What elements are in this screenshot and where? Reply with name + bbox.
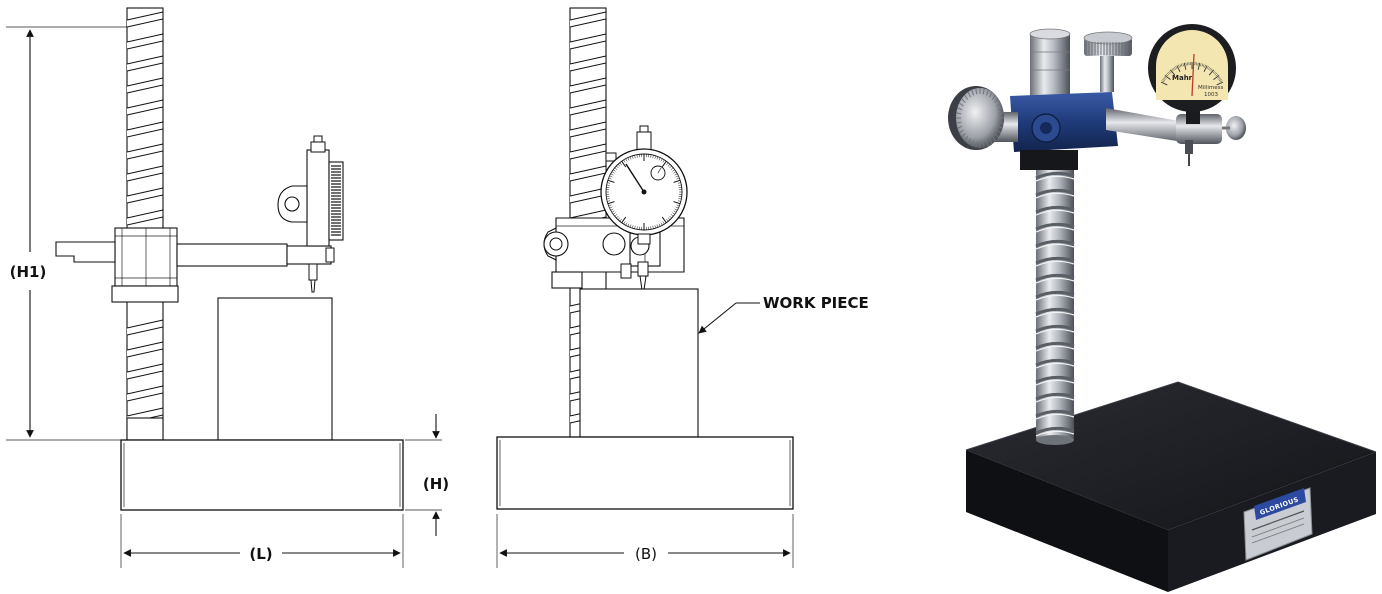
clamp-block <box>111 227 179 303</box>
dial-brand-text: Mahr <box>1172 74 1193 82</box>
side-elevation-view: (H1) <box>6 7 449 568</box>
b-label: (B) <box>635 545 657 563</box>
work-piece-side <box>217 297 333 441</box>
h1-label: (H1) <box>10 263 47 281</box>
h-dimension: (H) <box>405 414 449 536</box>
front-elevation-view: WORK PIECE (B) <box>496 7 869 568</box>
brand-badge: GLORIOUS <box>1243 487 1313 561</box>
dial-number-text: 1003 <box>1204 92 1218 98</box>
photo-side-knob <box>948 86 1004 150</box>
photo-indicator-arm <box>1106 108 1246 166</box>
photo-threaded-column <box>1029 28 1075 445</box>
threaded-column <box>126 7 164 441</box>
work-piece-label: WORK PIECE <box>763 294 869 312</box>
work-piece-callout: WORK PIECE <box>698 294 869 334</box>
product-photo: GLORIOUS <box>948 24 1377 592</box>
dial-indicator-side <box>277 135 344 247</box>
photo-blue-clamp <box>982 92 1118 170</box>
l-label: (L) <box>249 545 272 563</box>
dial-gauge-front <box>600 125 688 245</box>
l-dimension: (L) <box>120 514 404 568</box>
photo-fine-adjust-knob <box>1083 31 1133 92</box>
b-dimension: (B) <box>496 514 794 568</box>
work-piece-front <box>579 288 699 438</box>
granite-base-side <box>120 439 404 511</box>
photo-mahr-dial: Mahr Millimess 1003 <box>1148 24 1236 124</box>
h1-dimension: (H1) <box>6 26 128 441</box>
indicator-arm <box>55 241 335 293</box>
h-label: (H) <box>423 475 449 493</box>
granite-base-front <box>496 436 794 510</box>
photo-granite-base: GLORIOUS <box>965 381 1377 592</box>
dial-model-text: Millimess <box>1198 85 1223 91</box>
